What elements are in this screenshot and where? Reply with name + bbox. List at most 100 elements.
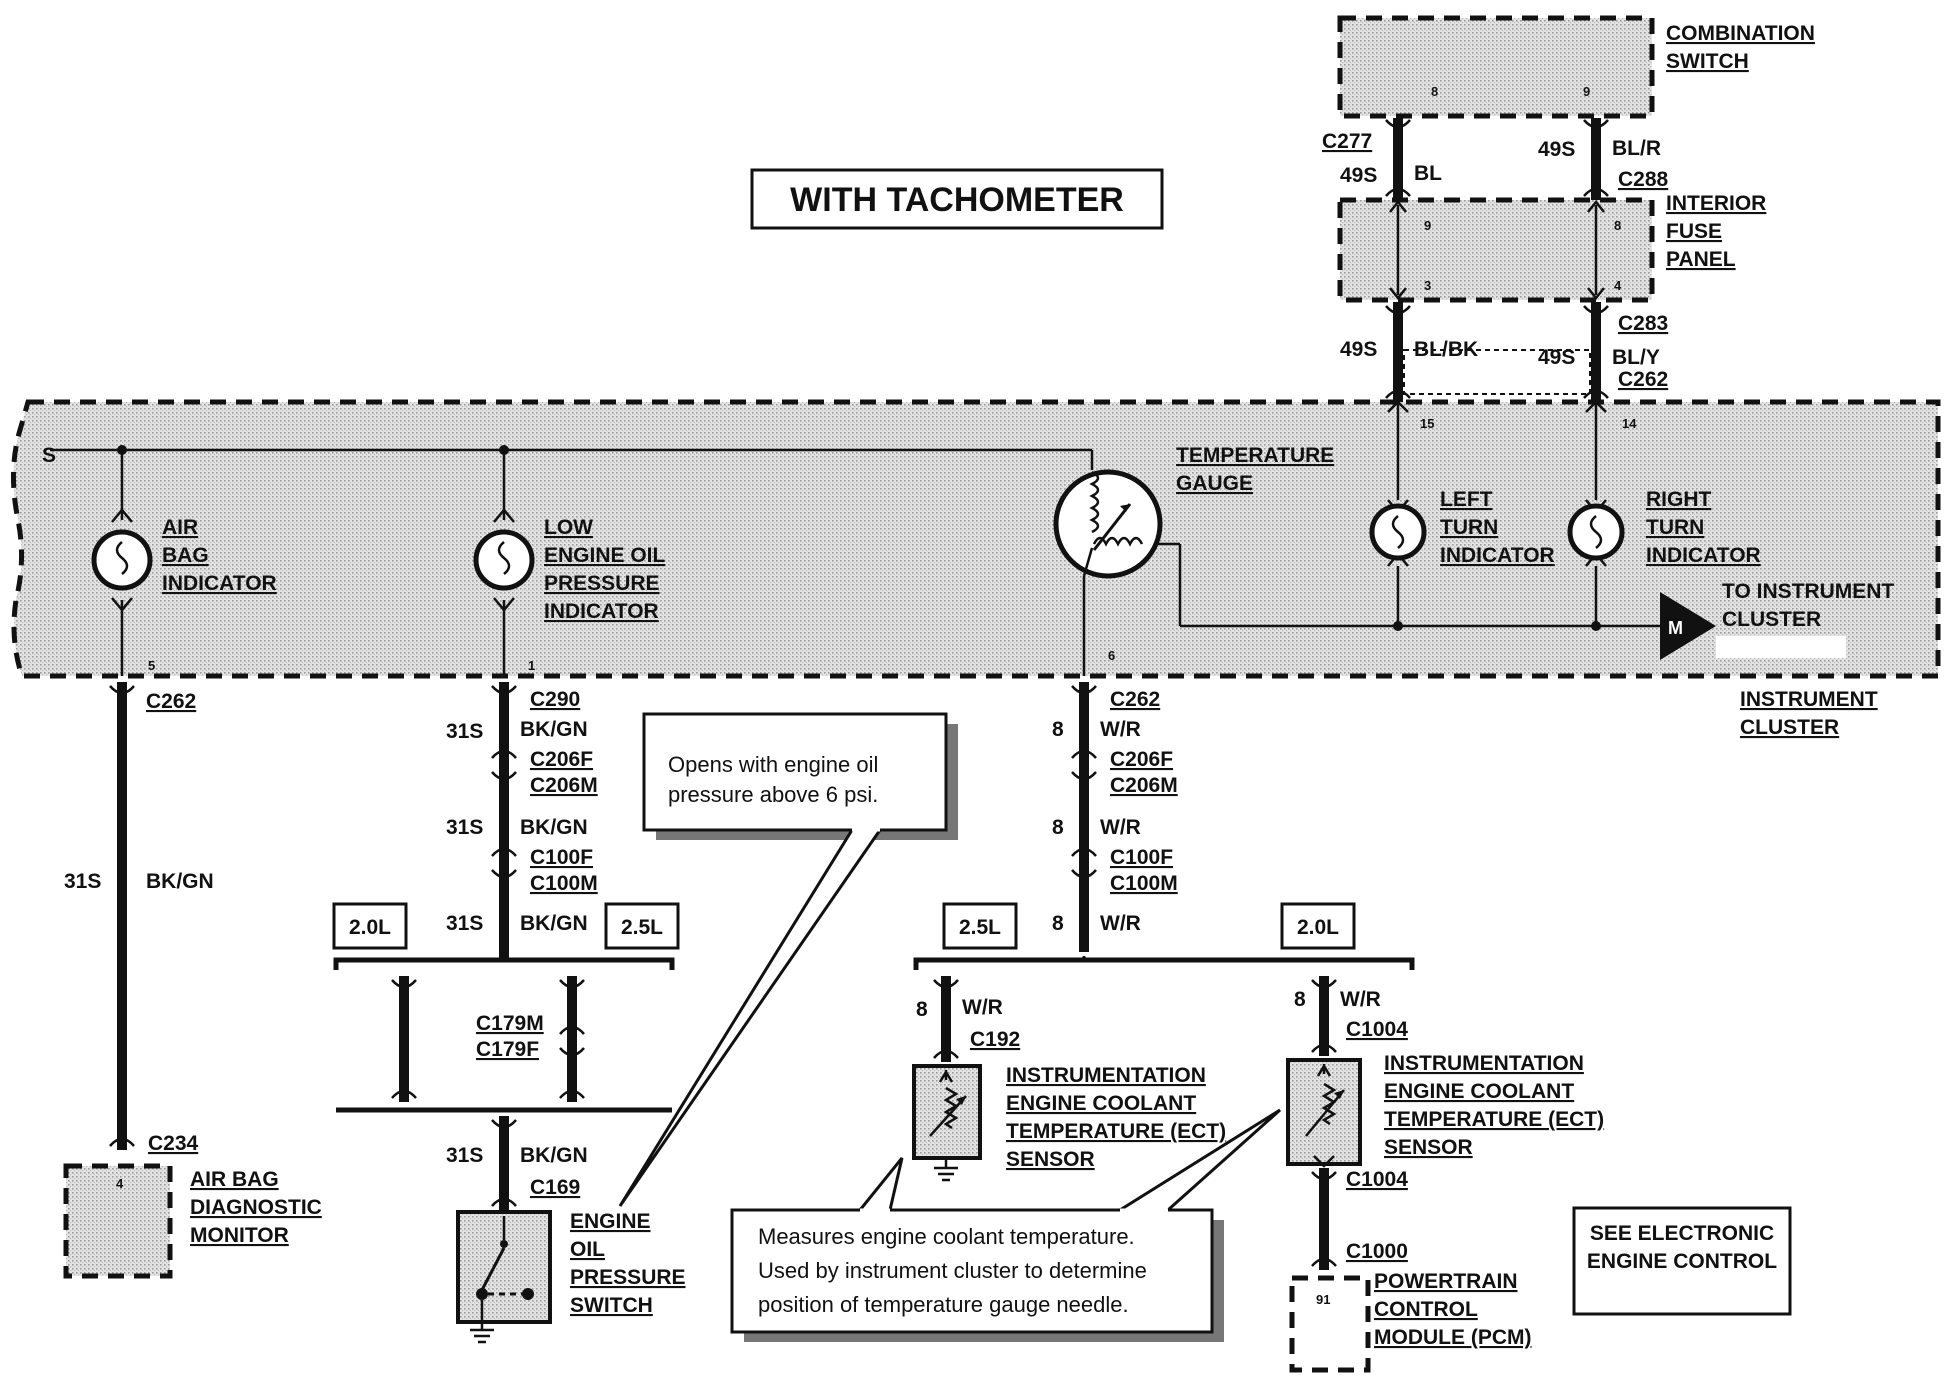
air-bag-circuit: C262 31S BK/GN C234: [64, 682, 214, 1155]
to-cluster-label: TO INSTRUMENT: [1722, 580, 1894, 603]
connector-c169: C169: [530, 1176, 580, 1199]
circuit-number: 31S: [446, 1144, 483, 1167]
pin-label: 4: [1614, 278, 1622, 293]
connector-c290: C290: [530, 688, 580, 711]
wire-color: BK/GN: [520, 1144, 588, 1167]
circuit-number: 31S: [446, 912, 483, 935]
combination-switch-label: SWITCH: [1666, 50, 1749, 73]
instrument-cluster-label: INSTRUMENT: [1740, 688, 1878, 711]
pin-label: 9: [1424, 218, 1431, 233]
connector-c234: C234: [148, 1132, 199, 1155]
connector-c179m: C179M: [476, 1012, 544, 1035]
to-cluster-label: CLUSTER: [1722, 608, 1821, 631]
ect-sensor-label: ENGINE COOLANT: [1384, 1080, 1574, 1103]
engine-option-label: 2.5L: [621, 916, 663, 939]
temp-gauge-label: GAUGE: [1176, 472, 1253, 495]
ect-note-text: Measures engine coolant temperature.: [758, 1224, 1135, 1249]
connector-c206f: C206F: [1110, 748, 1173, 771]
title-box: WITH TACHOMETER: [750, 168, 1164, 230]
low-oil-pressure-indicator: 1 LOW ENGINE OIL PRESSURE INDICATOR: [473, 450, 666, 676]
temp-gauge-label: TEMPERATURE: [1176, 444, 1334, 467]
left-turn-label: INDICATOR: [1440, 544, 1555, 567]
wire-color: BL: [1414, 162, 1442, 185]
oil-switch-label: PRESSURE: [570, 1266, 686, 1289]
engine-option-label: 2.5L: [959, 916, 1001, 939]
motor-symbol: M: [1668, 618, 1683, 638]
wire-blbk: 49S BL/BK: [1340, 302, 1478, 402]
temperature-gauge: 6 TEMPERATURE GAUGE: [1053, 444, 1660, 676]
connector-c262: C262: [1618, 368, 1668, 391]
connector-c206m: C206M: [530, 774, 598, 797]
connector-c277: C277: [1322, 130, 1372, 153]
interior-fuse-panel: 9 3 8 4 INTERIOR FUSE PANEL: [1337, 192, 1766, 303]
connector-c206f: C206F: [530, 748, 593, 771]
pin-label: 5: [148, 658, 155, 673]
air-bag-indicator-label: AIR: [162, 516, 198, 539]
pcm-label: MODULE (PCM): [1374, 1326, 1531, 1349]
combination-switch-label: COMBINATION: [1666, 22, 1815, 45]
oil-switch-label: ENGINE: [570, 1210, 651, 1233]
splice-symbol: S: [42, 444, 56, 467]
wire-c288-blr: 49S BL/R C288: [1538, 118, 1669, 200]
fuse-panel-label: FUSE: [1666, 220, 1722, 243]
wire-color: BK/GN: [520, 718, 588, 741]
circuit-number: 49S: [1538, 346, 1575, 369]
combination-switch: 8 9 COMBINATION SWITCH: [1337, 15, 1815, 119]
wire-color: W/R: [1100, 912, 1141, 935]
see-electronic-engine-control: SEE ELECTRONIC ENGINE CONTROL: [1572, 1206, 1792, 1316]
right-turn-label: RIGHT: [1646, 488, 1712, 511]
engine-option-label: 2.0L: [349, 916, 391, 939]
connector-c262: C262: [1110, 688, 1160, 711]
wire-color: BK/GN: [146, 870, 214, 893]
circuit-number: 8: [1294, 988, 1306, 1011]
air-bag-monitor-label: MONITOR: [190, 1224, 289, 1247]
pin-label: 14: [1622, 416, 1637, 431]
oil-note-text: pressure above 6 psi.: [668, 782, 878, 807]
connector-c1004: C1004: [1346, 1168, 1408, 1191]
connector-c192: C192: [970, 1028, 1020, 1051]
ect-sensor-2-5l: INSTRUMENTATION ENGINE COOLANT TEMPERATU…: [912, 1064, 1226, 1182]
ect-note-text: Used by instrument cluster to determine: [758, 1258, 1147, 1283]
pin-label: 8: [1431, 84, 1438, 99]
pcm-label: CONTROL: [1374, 1298, 1478, 1321]
pin-label: 4: [116, 1176, 124, 1191]
oil-option-bracket: C179M C179F: [333, 955, 675, 1113]
connector-c206m: C206M: [1110, 774, 1178, 797]
low-oil-indicator-label: INDICATOR: [544, 600, 659, 623]
connector-c100m: C100M: [1110, 872, 1178, 895]
pin-label: 91: [1316, 1292, 1330, 1307]
ect-sensor-2-5l-wire: 8 W/R C192: [916, 976, 1020, 1062]
engine-option-2-5l-right: 2.5L: [942, 902, 1018, 950]
low-oil-indicator-label: PRESSURE: [544, 572, 660, 595]
ect-sensor-2-0l-wire: 8 W/R C1004: [1294, 976, 1408, 1056]
circuit-number: 31S: [446, 816, 483, 839]
wire-color: W/R: [962, 996, 1003, 1019]
wire-color: W/R: [1100, 816, 1141, 839]
instrument-cluster-label: CLUSTER: [1740, 716, 1839, 739]
pin-label: 9: [1583, 84, 1590, 99]
temperature-circuit: C262 8 W/R C206F C206M 8 W/R C100F C100M…: [1052, 682, 1178, 952]
circuit-number: 31S: [446, 720, 483, 743]
connector-c100f: C100F: [530, 846, 593, 869]
air-bag-indicator-label: BAG: [162, 544, 209, 567]
circuit-number: 8: [1052, 816, 1064, 839]
engine-option-2-5l-left: 2.5L: [604, 902, 680, 950]
pin-label: 3: [1424, 278, 1431, 293]
wire-color: BK/GN: [520, 912, 588, 935]
ect-sensor-label: SENSOR: [1006, 1148, 1095, 1171]
connector-c100m: C100M: [530, 872, 598, 895]
oil-switch-label: SWITCH: [570, 1294, 653, 1317]
wire-color: W/R: [1100, 718, 1141, 741]
ect-sensor-label: SENSOR: [1384, 1136, 1473, 1159]
wire-color: BL/BK: [1414, 338, 1478, 361]
right-turn-label: INDICATOR: [1646, 544, 1761, 567]
ect-note-text: position of temperature gauge needle.: [758, 1292, 1129, 1317]
to-instrument-cluster-module: M TO INSTRUMENT CLUSTER: [1660, 580, 1894, 660]
circuit-number: 49S: [1538, 138, 1575, 161]
ect-sensor-2-0l: INSTRUMENTATION ENGINE COOLANT TEMPERATU…: [1286, 1052, 1604, 1168]
ect-sensor-label: INSTRUMENTATION: [1384, 1052, 1584, 1075]
oil-note-text: Opens with engine oil: [668, 752, 878, 777]
right-turn-label: TURN: [1646, 516, 1704, 539]
low-oil-indicator-label: LOW: [544, 516, 593, 539]
ect-note: Measures engine coolant temperature. Use…: [730, 1108, 1281, 1342]
